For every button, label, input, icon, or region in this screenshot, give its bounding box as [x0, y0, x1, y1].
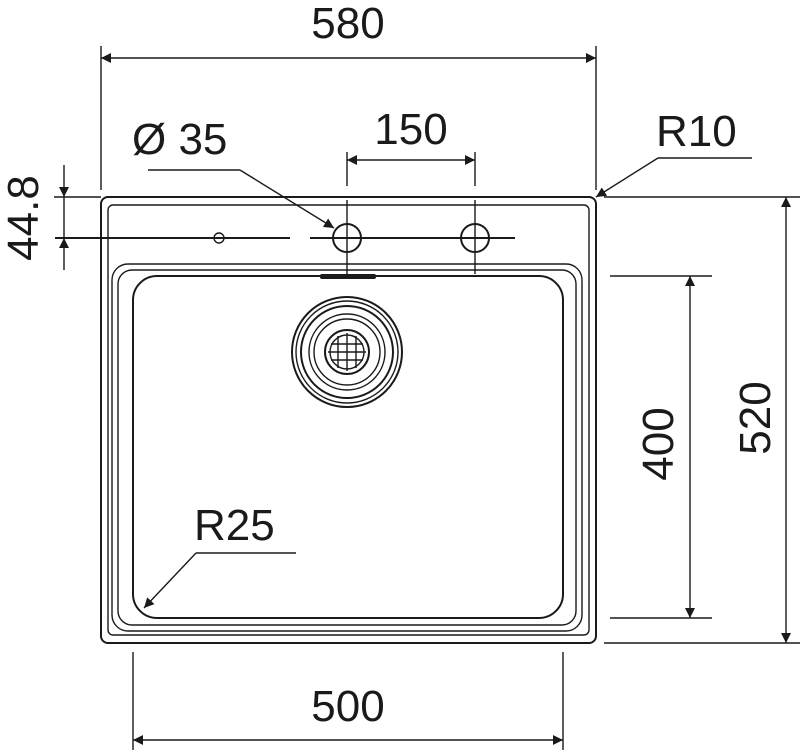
- small-hole-marker: [213, 232, 225, 244]
- tap-diameter-label: Ø 35: [132, 115, 227, 164]
- overall-width-label: 580: [311, 0, 384, 48]
- dimension-tap-diameter: Ø 35: [132, 115, 335, 229]
- overall-depth-label: 520: [731, 381, 780, 454]
- bowl-rim-inner: [117, 269, 577, 626]
- sink-outline: [100, 196, 597, 644]
- dimension-bowl-radius: R25: [143, 501, 296, 609]
- outer-radius-label: R10: [656, 107, 737, 156]
- bowl-depth-label: 400: [634, 407, 683, 480]
- sink-outer-edge: [100, 196, 597, 644]
- dimension-bowl-depth: 400: [610, 275, 712, 619]
- bowl-width-label: 500: [311, 682, 384, 731]
- drain-strainer: [291, 296, 403, 408]
- tap-offset-label: 44.8: [0, 175, 48, 261]
- dimension-overall-width: 580: [100, 0, 597, 190]
- dimension-tap-offset: 44.8: [0, 165, 101, 270]
- dimension-bowl-width: 500: [132, 652, 564, 750]
- dimension-overall-depth: 520: [604, 196, 800, 644]
- bowl-radius-label: R25: [194, 501, 275, 550]
- tap-holes: [55, 200, 515, 274]
- sink-inner-edge: [107, 204, 590, 636]
- dimension-outer-radius: R10: [595, 107, 752, 198]
- dimension-tap-spacing: 150: [346, 105, 476, 186]
- tap-spacing-label: 150: [374, 105, 447, 154]
- overflow-slot: [320, 274, 376, 279]
- bowl-outline: [132, 275, 564, 619]
